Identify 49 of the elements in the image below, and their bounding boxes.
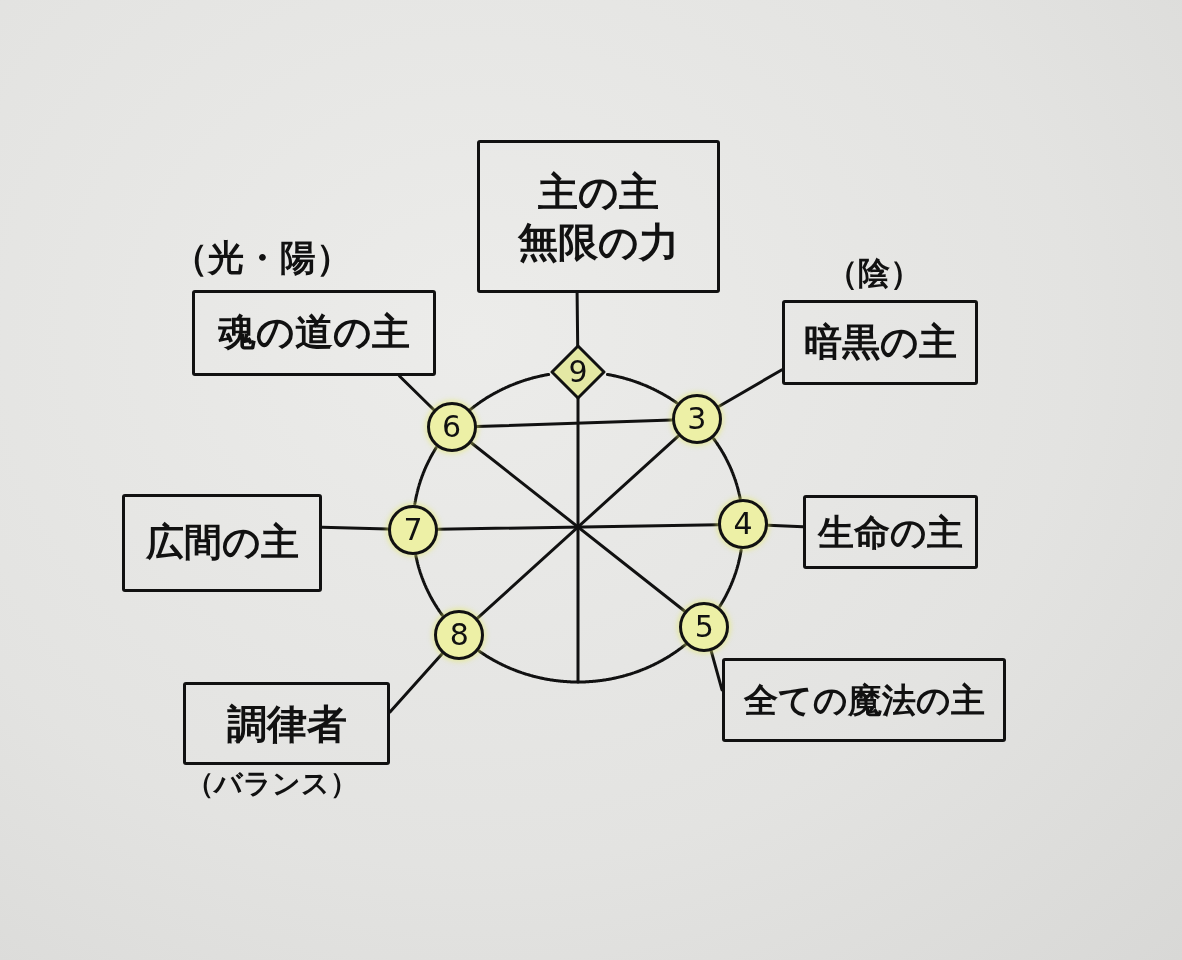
- text-box: [477, 140, 720, 293]
- circle-arc: [718, 548, 743, 608]
- node-label: 全ての魔法の主: [743, 678, 985, 722]
- connector-line: [397, 374, 436, 412]
- node-label: 主の主: [538, 167, 659, 217]
- node-label: 調律者: [226, 699, 347, 749]
- text-box: [803, 495, 978, 569]
- connector-line: [709, 649, 724, 692]
- circle-arc: [605, 373, 679, 405]
- connector-line: [716, 368, 784, 409]
- number-circle: [426, 402, 477, 453]
- text-box: [122, 494, 322, 592]
- circle-arc: [414, 553, 444, 617]
- number-circle: [671, 394, 722, 445]
- annotation-text: （バランス）: [186, 767, 358, 801]
- number-label: 3: [687, 404, 707, 435]
- number-label: 9: [568, 357, 588, 387]
- text-box: [183, 682, 390, 765]
- node-label: 魂の道の主: [218, 309, 410, 357]
- node-label: 無限の力: [518, 217, 679, 267]
- connector-line: [388, 651, 445, 714]
- text-box: [192, 290, 436, 376]
- connector-line: [575, 291, 580, 348]
- connector-line: [475, 418, 674, 428]
- number-diamond: [550, 344, 606, 400]
- connector-line: [436, 523, 720, 531]
- connector-line: [766, 523, 805, 529]
- text-box: [782, 300, 978, 385]
- connector-line: [320, 525, 390, 531]
- annotation-text: （陰）: [826, 254, 922, 293]
- circle-arc: [413, 446, 438, 506]
- connector-line: [576, 396, 580, 684]
- node-label: 広間の主: [145, 519, 299, 567]
- number-circle: [717, 499, 768, 550]
- number-circle: [388, 504, 438, 555]
- circle-arc: [712, 437, 742, 501]
- number-label: 5: [694, 611, 714, 642]
- number-label: 6: [442, 412, 462, 443]
- number-label: 8: [449, 619, 469, 650]
- annotation-text: （光・陽）: [172, 236, 352, 280]
- node-label: 暗黒の主: [803, 318, 957, 366]
- circle-arc: [477, 642, 688, 684]
- circle-arc: [468, 373, 551, 412]
- node-label: 生命の主: [818, 510, 963, 555]
- number-circle: [434, 609, 485, 660]
- number-label: 4: [733, 509, 753, 540]
- number-circle: [679, 601, 730, 652]
- number-label: 7: [403, 514, 423, 545]
- text-box: [722, 658, 1006, 742]
